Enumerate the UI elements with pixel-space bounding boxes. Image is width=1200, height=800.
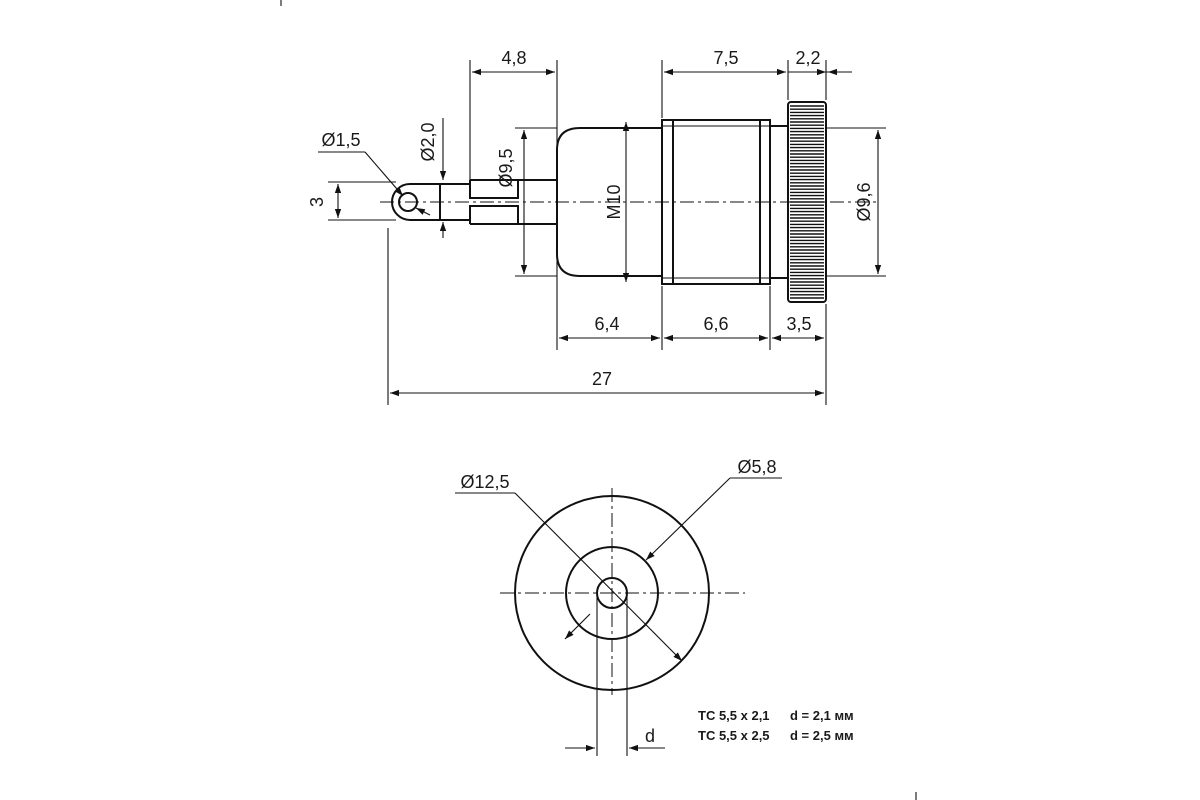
notes: TC 5,5 x 2,1 d = 2,1 мм TC 5,5 x 2,5 d =… bbox=[698, 708, 854, 743]
knurl-texture bbox=[790, 105, 824, 299]
dim-dia-5-8-label: Ø5,8 bbox=[737, 457, 776, 477]
dim-2-2-label: 2,2 bbox=[795, 48, 820, 68]
dim-27-label: 27 bbox=[592, 369, 612, 389]
dim-7-5-label: 7,5 bbox=[713, 48, 738, 68]
dim-d-label: d bbox=[645, 726, 655, 746]
note-spec: d = 2,5 мм bbox=[790, 728, 854, 743]
dim-6-6-label: 6,6 bbox=[703, 314, 728, 334]
note-model: TC 5,5 x 2,1 bbox=[698, 708, 770, 723]
dim-dia-1-5-label: Ø1,5 bbox=[321, 130, 360, 150]
dim-dia-9-6-label: Ø9,6 bbox=[854, 182, 874, 221]
dim-dia-2-0-label: Ø2,0 bbox=[418, 122, 438, 161]
center-pin bbox=[469, 179, 557, 225]
front-view: Ø12,5 Ø5,8 d TC 5,5 x 2,1 d = 2,1 мм TC … bbox=[455, 457, 854, 756]
dim-4-8-label: 4,8 bbox=[501, 48, 526, 68]
note-model: TC 5,5 x 2,5 bbox=[698, 728, 770, 743]
dim-6-4-label: 6,4 bbox=[594, 314, 619, 334]
dim-m10-label: M10 bbox=[604, 184, 624, 219]
dim-3-label: 3 bbox=[307, 197, 327, 207]
side-view: 4,8 7,5 2,2 Ø1,5 Ø2,0 Ø9,5 M10 Ø9,6 3 6,… bbox=[280, 0, 917, 800]
dim-3-5-label: 3,5 bbox=[786, 314, 811, 334]
dim-dia-9-5-label: Ø9,5 bbox=[496, 148, 516, 187]
note-spec: d = 2,1 мм bbox=[790, 708, 854, 723]
dim-dia-12-5-label: Ø12,5 bbox=[460, 472, 509, 492]
